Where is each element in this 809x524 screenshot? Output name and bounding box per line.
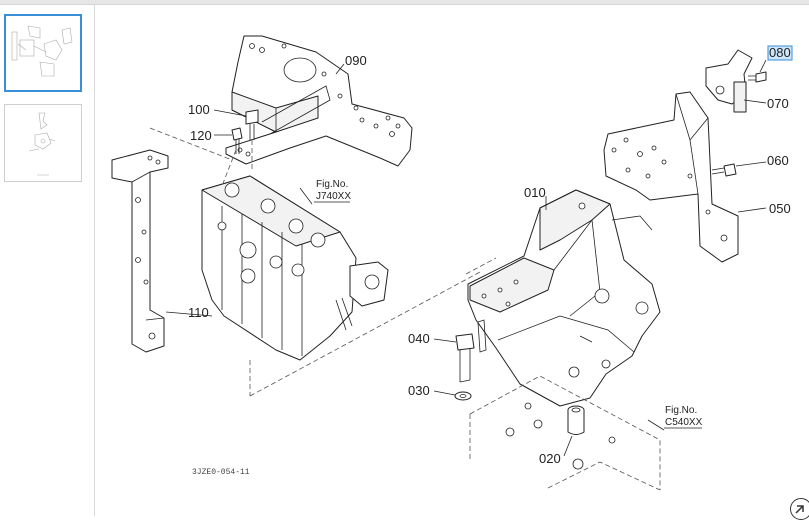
screw-080 [748,71,767,83]
callout-100[interactable]: 100 [188,102,210,117]
callout-080-highlight [767,45,793,61]
casting-010 [467,189,661,407]
callout-090[interactable]: 090 [345,53,367,68]
stud-bolt [477,319,487,353]
parts-diagram-canvas: 080 070 060 050 090 100 120 110 010 040 … [111,35,793,491]
figref-base-line1[interactable]: Fig.No. [665,405,697,416]
callout-110[interactable]: 110 [188,305,209,320]
thumbnail-sidebar [0,5,95,516]
callout-120[interactable]: 120 [190,128,212,143]
thumbnail-page-2[interactable] [4,104,82,182]
figref-valve-line1[interactable]: Fig.No. [316,179,348,190]
bolt-120 [231,127,243,154]
latch-070 [705,49,753,113]
thumbnail-page-1[interactable] [4,14,82,92]
valve-block [201,175,389,361]
top-toolbar-strip [0,0,809,5]
callout-030[interactable]: 030 [408,383,430,398]
callout-020[interactable]: 020 [539,451,561,466]
expand-button[interactable] [790,498,809,520]
thumbnail-page-1-preview [11,25,73,77]
bracket-110 [111,149,169,353]
callout-060[interactable]: 060 [767,153,789,168]
callout-080[interactable]: 080 [769,45,791,60]
bolt-040 [455,333,475,383]
bolt-060 [711,163,737,177]
drawing-code: 3JZE0-054-11 [192,468,250,477]
washer-030 [454,391,472,401]
parts-diagram: 080 070 060 050 090 100 120 110 010 040 … [95,5,809,516]
figref-base-line2[interactable]: C540XX [665,417,703,428]
figref-valve-line2[interactable]: J740XX [316,191,351,202]
expand-arrow-icon [795,505,804,514]
bolt-100 [245,109,259,140]
bracket-050 [603,91,739,263]
callout-010[interactable]: 010 [524,185,546,200]
plate-090 [225,35,413,167]
callout-040[interactable]: 040 [408,331,430,346]
thumbnail-page-2-preview [28,112,56,176]
callout-050[interactable]: 050 [769,201,791,216]
bushing-020 [567,405,585,435]
callout-070[interactable]: 070 [767,96,789,111]
base-housing [469,375,661,491]
